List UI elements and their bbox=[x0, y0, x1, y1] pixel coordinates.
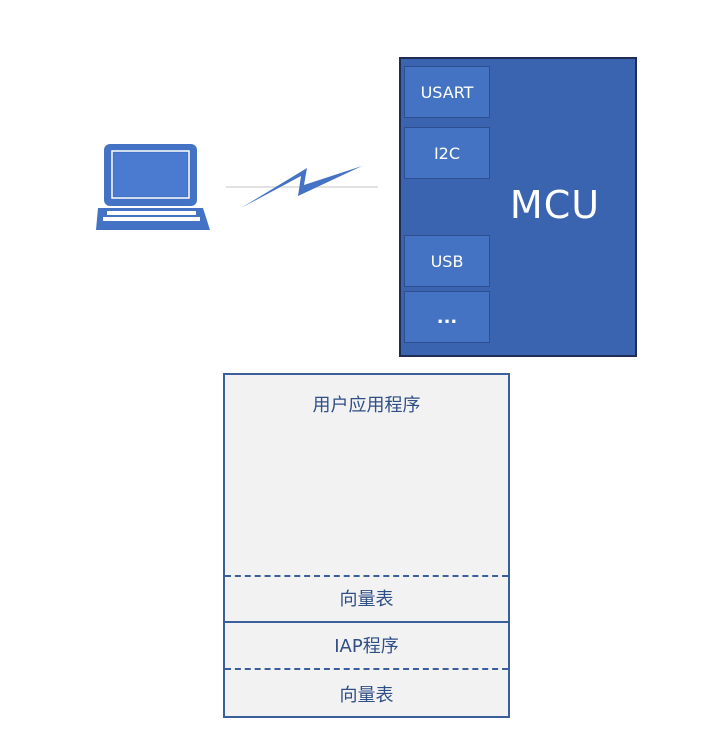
segment-divider-dashed bbox=[225, 668, 508, 670]
segment-divider-solid bbox=[225, 621, 508, 623]
segment-iap-program-label: IAP程序 bbox=[334, 636, 399, 657]
segment-divider-dashed bbox=[225, 575, 508, 577]
memory-map: 用户应用程序 向量表 IAP程序 向量表 bbox=[223, 373, 510, 718]
peripheral-usb: USB bbox=[404, 235, 490, 287]
peripheral-usart: USART bbox=[404, 66, 490, 118]
peripheral-i2c: I2C bbox=[404, 127, 490, 179]
segment-user-app-label: 用户应用程序 bbox=[312, 395, 421, 416]
lightning-icon bbox=[241, 166, 362, 208]
segment-vector-table-app-label: 向量表 bbox=[339, 589, 394, 610]
segment-vector-table-iap-label: 向量表 bbox=[339, 685, 394, 706]
mcu-block: USART I2C USB ... MCU bbox=[399, 57, 637, 357]
peripheral-more: ... bbox=[404, 291, 490, 343]
mcu-title: MCU bbox=[509, 183, 601, 227]
laptop-icon bbox=[96, 144, 210, 230]
